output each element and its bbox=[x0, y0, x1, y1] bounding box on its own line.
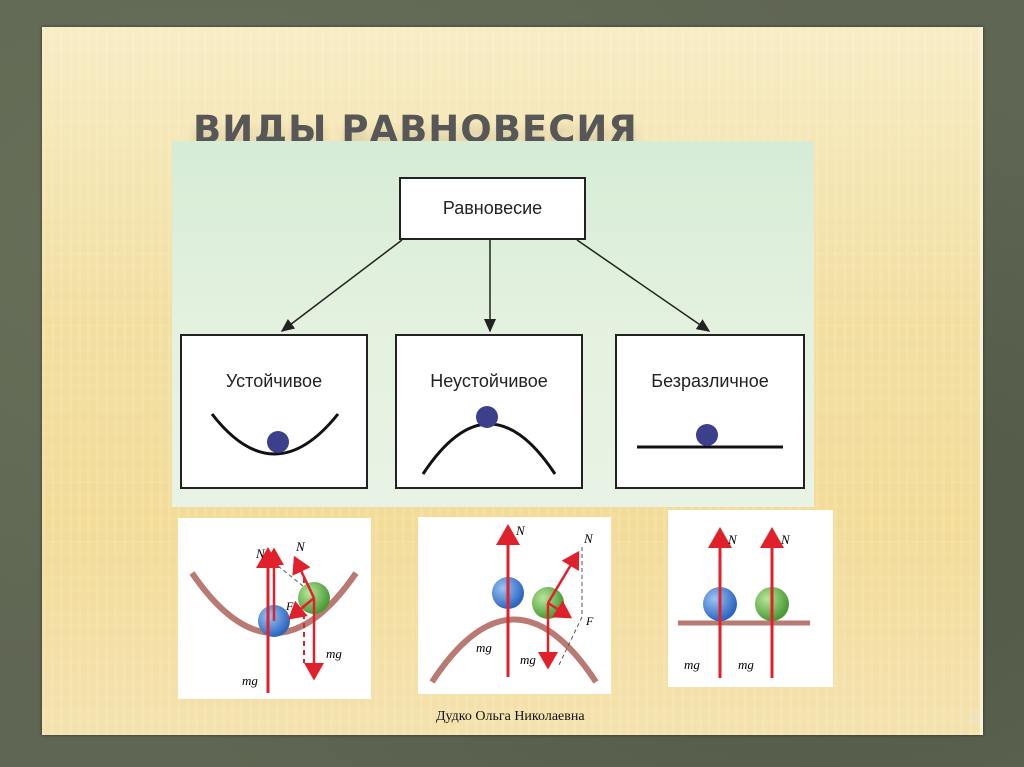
gravity-label-6: mg bbox=[738, 657, 754, 672]
normal-label-5: N bbox=[727, 532, 738, 547]
unstable-box: Неустойчивое bbox=[395, 334, 583, 489]
gravity-label-2: mg bbox=[242, 673, 258, 688]
indifferent-force-drawing: N N mg mg bbox=[678, 527, 810, 678]
diagram-arrows bbox=[280, 239, 711, 333]
indifferent-box: Безразличное bbox=[615, 334, 805, 489]
resultant-label-2: F bbox=[585, 614, 594, 628]
unstable-label: Неустойчивое bbox=[430, 371, 548, 391]
author-footer: Дудко Ольга Николаевна bbox=[436, 709, 585, 724]
normal-label-1: N bbox=[255, 546, 266, 561]
normal-label-3: N bbox=[515, 523, 526, 538]
stable-bowl-icon bbox=[210, 413, 340, 456]
page-number: 6 bbox=[970, 707, 980, 729]
normal-label-2: N bbox=[295, 539, 306, 554]
stable-force-figure: N N F mg mg bbox=[178, 518, 371, 699]
arrow-to-indifferent bbox=[576, 239, 711, 332]
root-label: Равновесие bbox=[442, 198, 543, 218]
stable-force-drawing: N N F mg mg bbox=[189, 539, 359, 693]
resultant-label: F bbox=[285, 599, 294, 613]
unstable-hill-icon bbox=[421, 406, 557, 475]
indifferent-force-figure: N N mg mg bbox=[668, 510, 833, 687]
unstable-force-figure: N N F mg mg bbox=[418, 517, 611, 694]
unstable-force-drawing: N N F mg mg bbox=[429, 523, 599, 684]
gravity-label-4: mg bbox=[520, 652, 536, 667]
root-box: Равновесие bbox=[399, 177, 586, 240]
normal-label-6: N bbox=[780, 532, 791, 547]
gravity-label-1: mg bbox=[326, 646, 342, 661]
normal-label-4: N bbox=[583, 531, 594, 546]
stable-label: Устойчивое bbox=[225, 371, 323, 391]
indifferent-label: Безразличное bbox=[651, 371, 769, 391]
equilibrium-diagram: Равновесие Устойчивое Неустойчивое Безра… bbox=[172, 141, 814, 507]
gravity-label-5: mg bbox=[684, 657, 700, 672]
indifferent-flat-icon bbox=[637, 424, 783, 449]
gravity-label-3: mg bbox=[476, 640, 492, 655]
stable-box: Устойчивое bbox=[180, 334, 368, 489]
arrow-to-stable bbox=[280, 239, 403, 332]
